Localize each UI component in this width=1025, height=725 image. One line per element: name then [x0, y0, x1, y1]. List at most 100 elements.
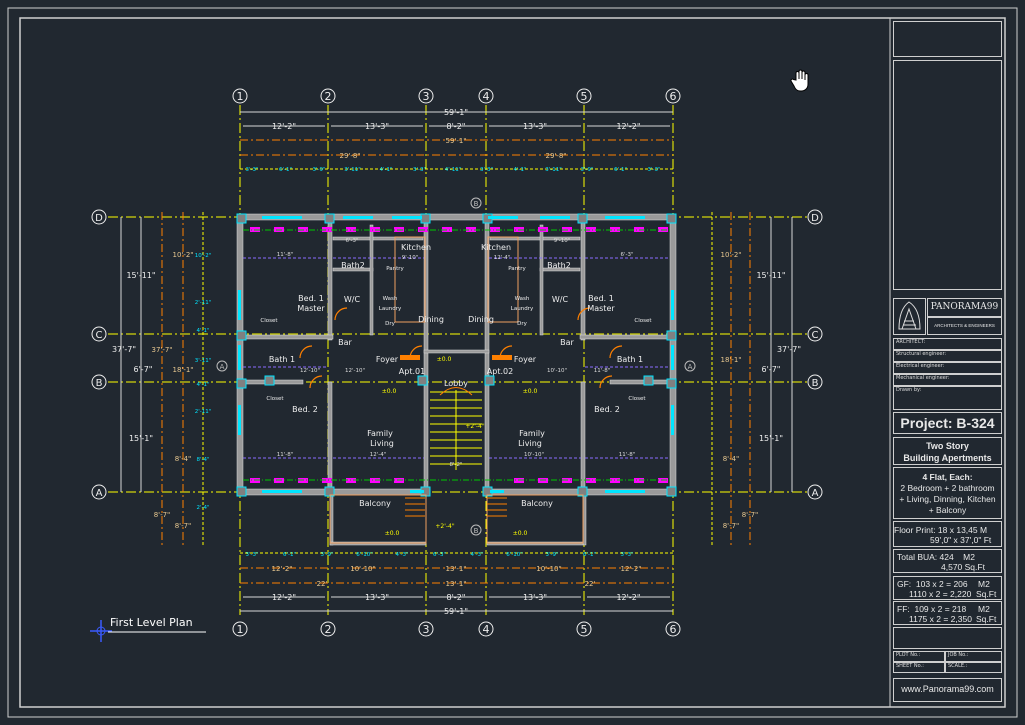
door-swing [334, 307, 348, 321]
dim-cyan-top: 3'-3" [413, 167, 426, 173]
job-no-field: JOB No.: [945, 651, 1002, 662]
description-box: 4 Flat, Each: 2 Bedroom + 2 bathroom + L… [893, 467, 1002, 519]
room-label-left: Apt.01 [399, 367, 425, 376]
window [238, 345, 241, 370]
beam-mark [322, 478, 332, 483]
column [236, 486, 247, 497]
window [671, 345, 674, 370]
grid-bubble [807, 326, 823, 342]
room-label-left: Balcony [359, 499, 391, 508]
building-title: Two Story Building Apertments [894, 440, 1001, 464]
dim-bay-top: 12'-2" [272, 122, 296, 131]
column [236, 378, 247, 389]
room-dimension: 8'-2" [449, 462, 462, 468]
dim-bay-bottom: 12'-2" [272, 593, 296, 602]
room-label-right: Bed. 1 [588, 294, 614, 303]
door-swing [299, 345, 313, 359]
dim-overall-side: 37'-7" [777, 345, 801, 354]
gf-area-sqft: 1110 x 2 = 2,220 [909, 589, 972, 599]
grid-label-col: 5 [581, 90, 588, 103]
grid-bubble [232, 88, 248, 104]
dim-middle-side: 6'-7" [762, 365, 781, 374]
room-label-left: Wash [383, 296, 398, 302]
plot-no-field: PLOT No.: [893, 651, 945, 662]
grid-label-col: 2 [325, 623, 332, 636]
dim-cyan-bottom: 4'-3" [395, 552, 408, 558]
dim-orange-bottom-2: 13'-1" [445, 580, 466, 588]
grid-bubble [807, 484, 823, 500]
window [540, 216, 570, 219]
window [410, 490, 424, 493]
room-label-left: Bed. 2 [292, 405, 318, 414]
room-label-left: Living [370, 439, 394, 448]
dim-orange-overall-left: 37'-7" [151, 346, 172, 354]
room-label-left: Bath2 [341, 261, 365, 270]
dim-lower-side: 15'-1" [759, 434, 783, 443]
dim-upper-side: 15'-11" [126, 271, 155, 280]
desc-line-3: + Living, Dinning, Kitchen [899, 494, 996, 504]
dim-bay-bottom: 13'-3" [523, 593, 547, 602]
room-label-left: Family [367, 429, 393, 438]
room-label-left: Kitchen [401, 243, 431, 252]
lobby-label: Lobby [444, 379, 468, 388]
dim-bay-top: 8'-2" [447, 122, 466, 131]
window [238, 405, 241, 435]
company-logo [893, 298, 926, 335]
wall [580, 381, 586, 491]
dim-bay-bottom: 8'-2" [447, 593, 466, 602]
column [236, 330, 247, 341]
window [392, 216, 422, 219]
grid-label-row: B [812, 378, 819, 389]
room-label-right: Pantry [508, 266, 526, 272]
gf-area-m2: GF: 103 x 2 = 206 [897, 579, 968, 589]
dim-cyan-top: 3'-3" [480, 167, 493, 173]
dim-cyan-top: 4'-1" [513, 167, 526, 173]
entry-door [492, 355, 512, 360]
title-line-2: Building Apertments [903, 453, 992, 463]
room-label-right: W/C [552, 295, 569, 304]
column [420, 213, 431, 224]
room-label-left: Dining [418, 315, 444, 324]
ff-area-sqft: 1175 x 2 = 2,350 [909, 614, 972, 624]
grid-label-col: 4 [483, 623, 490, 636]
wall [609, 379, 671, 385]
dim-cyan-bottom: 6'-1" [583, 552, 596, 558]
wall [332, 236, 424, 241]
desc-line-1: 4 Flat, Each: [922, 472, 973, 482]
grid-label-row: C [812, 330, 819, 341]
room-dimension: 9'-10" [554, 238, 571, 244]
room-label-right: Dry [517, 321, 527, 327]
column [666, 330, 677, 341]
dim-orange-half: 29'-8" [339, 152, 360, 160]
dim-bay-top: 13'-3" [523, 122, 547, 131]
dim-bay-bottom: 13'-3" [365, 593, 389, 602]
room-dimension: 6'-3" [620, 252, 633, 258]
dim-orange-side: 18'-1" [172, 366, 193, 374]
grid-bubble [320, 88, 336, 104]
section-marker-icon [684, 360, 696, 372]
architect-field: ARCHITECT: [893, 338, 1002, 350]
level-mark: ±0.0 [523, 388, 538, 395]
project-number: Project: B-324 [900, 415, 995, 431]
title-box: Two Story Building Apertments [893, 437, 1002, 465]
level-mark: ±0.0 [385, 530, 400, 537]
column [577, 213, 588, 224]
ff-unit-sqft: Sq.Ft [976, 614, 997, 624]
dim-cyan-top: 3'-3" [647, 167, 660, 173]
grid-bubble [418, 88, 434, 104]
dim-cyan-top: 6'-1" [279, 167, 292, 173]
grid-label-row: A [812, 488, 819, 499]
section-mark: A [220, 363, 225, 371]
grid-bubble [91, 209, 107, 225]
room-label-right: Bed. 2 [594, 405, 620, 414]
dim-cyan-left: 8'-4" [196, 457, 209, 463]
dim-cyan-bottom: 3'-3" [245, 552, 258, 558]
dim-cyan-bottom: 3'-9" [545, 552, 558, 558]
room-dimension: 11'-8" [594, 368, 611, 374]
section-mark: A [688, 363, 693, 371]
room-dimension: 11'-8" [619, 452, 636, 458]
wall [539, 224, 544, 336]
window [238, 290, 241, 320]
